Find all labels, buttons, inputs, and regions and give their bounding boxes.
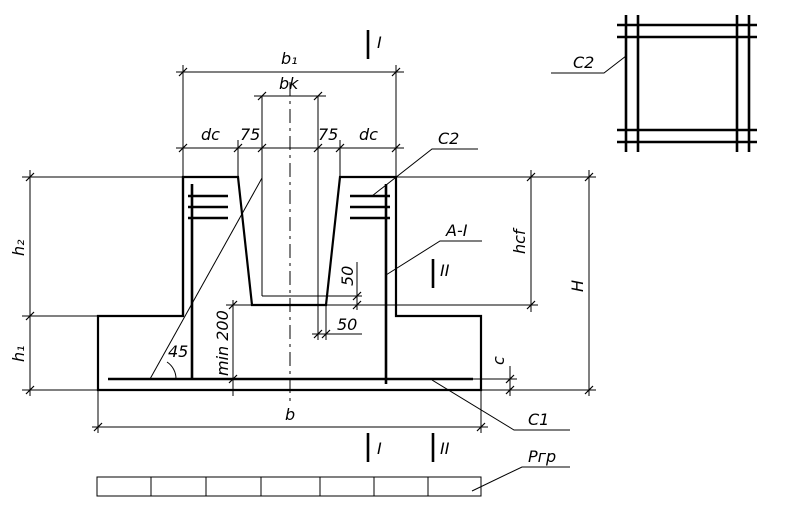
labels: b₁ bk dc 75 75 dc C2 C2 A-I C1 Pгр b 45 … bbox=[9, 33, 594, 466]
label-dim-50-vertical: 50 bbox=[338, 266, 357, 286]
label-H: H bbox=[568, 280, 587, 292]
label-section-II-right: II bbox=[440, 261, 450, 280]
mesh-c2-detail bbox=[617, 15, 757, 152]
label-h2: h₂ bbox=[9, 239, 28, 256]
label-pgr: Pгр bbox=[528, 447, 556, 466]
label-a1: A-I bbox=[445, 221, 468, 240]
label-dc-left: dc bbox=[201, 125, 220, 144]
label-gap-right: 75 bbox=[318, 125, 338, 144]
section-marks bbox=[366, 30, 435, 462]
punching-line bbox=[149, 177, 263, 380]
label-h1: h₁ bbox=[9, 345, 28, 362]
label-dim-50-horizontal: 50 bbox=[337, 315, 357, 334]
label-section-I-top: I bbox=[377, 33, 382, 52]
dimensions bbox=[22, 65, 596, 433]
column bbox=[261, 96, 319, 297]
label-bk: bk bbox=[279, 74, 299, 93]
label-min-200: min 200 bbox=[213, 310, 232, 376]
label-angle-45: 45 bbox=[168, 342, 188, 361]
reinforcement bbox=[108, 184, 473, 384]
label-c1: C1 bbox=[528, 410, 549, 429]
label-c2-main: C2 bbox=[438, 129, 459, 148]
label-b1: b₁ bbox=[281, 49, 298, 68]
label-c: c bbox=[489, 356, 508, 365]
label-gap-left: 75 bbox=[240, 125, 260, 144]
label-hcf: hcf bbox=[510, 227, 529, 254]
label-b: b bbox=[285, 405, 295, 424]
label-c2-detail: C2 bbox=[573, 53, 594, 72]
label-section-II-bottom: II bbox=[440, 439, 450, 458]
leaders bbox=[371, 55, 627, 492]
soil-pressure-diagram bbox=[96, 476, 482, 497]
label-dc-right: dc bbox=[359, 125, 378, 144]
label-section-I-bottom: I bbox=[377, 439, 382, 458]
